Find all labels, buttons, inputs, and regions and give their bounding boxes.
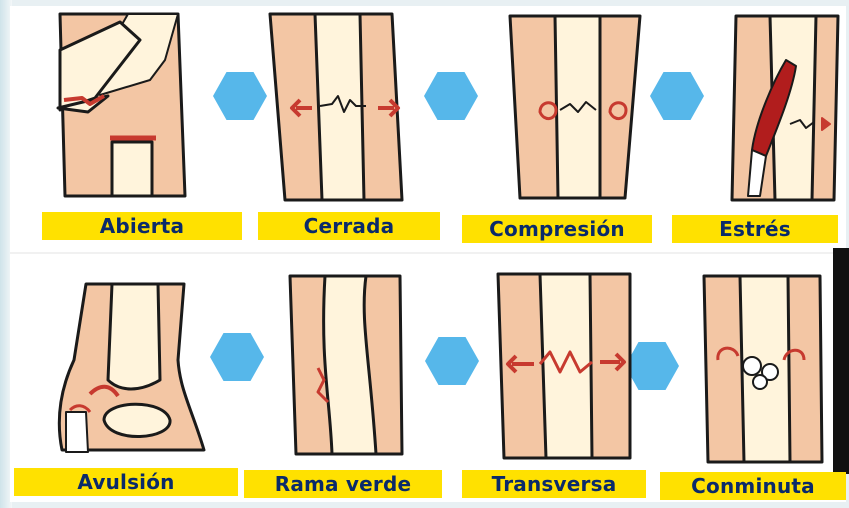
- illustration-cerrada: [270, 14, 402, 200]
- illustration-estres: [732, 16, 838, 200]
- illustration-transversa: [498, 274, 630, 458]
- label-compresion: Compresión: [462, 215, 652, 243]
- illustration-compresion: [510, 16, 640, 198]
- label-abierta: Abierta: [42, 212, 242, 240]
- label-avulsion: Avulsión: [14, 468, 238, 496]
- illustration-avulsion: [59, 284, 204, 452]
- illustration-conminuta: [704, 276, 822, 462]
- label-conminuta: Conminuta: [660, 472, 846, 500]
- image-edge: [833, 248, 849, 474]
- label-cerrada: Cerrada: [258, 212, 440, 240]
- label-estres: Estrés: [672, 215, 838, 243]
- illustration-abierta: [58, 14, 185, 196]
- label-transversa: Transversa: [462, 470, 646, 498]
- illustration-rama-verde: [290, 276, 402, 454]
- label-rama-verde: Rama verde: [244, 470, 442, 498]
